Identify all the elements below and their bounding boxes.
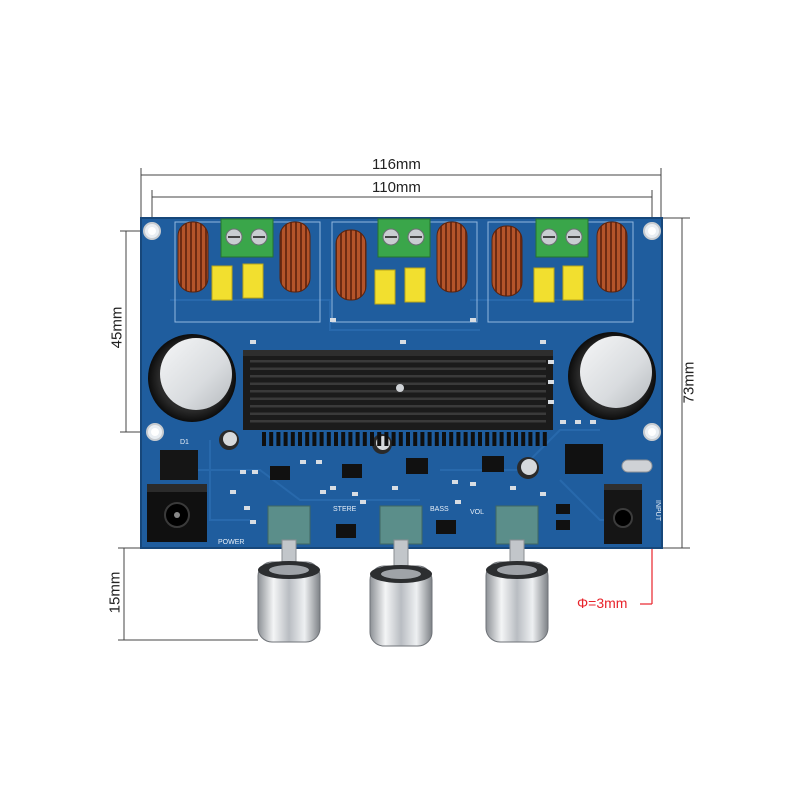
diode-label: D1 [180,439,189,446]
audio-jack-icon [604,484,642,544]
total-width-label: 116mm [372,156,421,173]
potentiometers [267,505,539,571]
volume-label: VOL [470,509,484,516]
inductor-icon [177,221,628,301]
knob-icon [257,561,549,647]
knob-height-label: 15mm [106,571,124,614]
header-pins [262,432,547,446]
electrolytic-capacitors [148,332,656,479]
dimension-lines [118,168,690,641]
crystal-oscillator [621,459,653,473]
hole-vertical-spacing-label: 45mm [108,306,126,349]
ic-chips [270,444,603,538]
power-label: POWER [218,539,244,546]
film-capacitors [211,263,584,305]
stereo-label: STERE [333,506,357,513]
input-label: INPUT [654,500,661,522]
smd-components [230,318,596,524]
mounting-hole-icon [143,222,661,441]
dc-jack-icon [147,450,207,542]
speaker-terminals [220,218,589,258]
hole-spacing-label: 110mm [372,179,421,196]
heatsink [243,350,553,430]
bass-label: BASS [430,506,449,513]
total-height-label: 73mm [680,361,698,404]
hole-diameter-label: Φ=3mm [577,595,628,611]
